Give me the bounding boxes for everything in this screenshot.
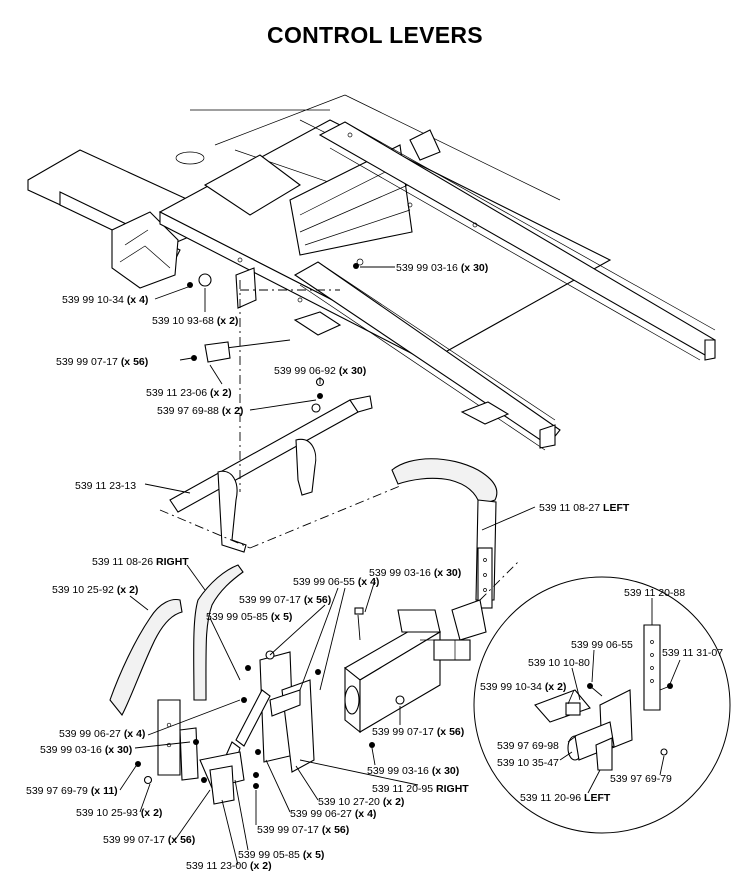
part-label: 539 99 05-85 (x 5) — [238, 849, 324, 861]
right-control-lever — [109, 564, 315, 805]
part-label: 539 99 06-27 (x 4) — [59, 728, 145, 740]
part-label: 539 97 69-98 — [497, 740, 559, 752]
part-label: 539 99 03-16 (x 30) — [396, 262, 488, 274]
part-label: 539 99 05-85 (x 5) — [206, 611, 292, 623]
console-assembly — [344, 607, 471, 734]
part-label: 539 99 10-34 (x 2) — [480, 681, 566, 693]
chassis-frame — [27, 94, 716, 451]
part-label: 539 99 07-17 (x 56) — [372, 726, 464, 738]
part-label: 539 99 06-55 — [571, 639, 633, 651]
part-label: 539 99 06-55 (x 4) — [293, 576, 379, 588]
part-label: 539 99 06-27 (x 4) — [290, 808, 376, 820]
part-label: 539 97 69-88 (x 2) — [157, 405, 243, 417]
part-label: 539 11 20-88 — [624, 587, 685, 599]
part-label: 539 11 20-96 LEFT — [520, 792, 611, 804]
reference-lines — [159, 280, 521, 601]
part-label: 539 11 23-06 (x 2) — [146, 387, 232, 399]
part-label: 539 97 69-79 — [610, 773, 672, 785]
part-label: 539 10 25-92 (x 2) — [52, 584, 138, 596]
part-label: 539 99 03-16 (x 30) — [367, 765, 459, 777]
part-label: 539 10 35-47 — [497, 757, 559, 769]
part-label: 539 99 07-17 (x 56) — [56, 356, 148, 368]
part-label: 539 99 03-16 (x 30) — [369, 567, 461, 579]
part-label: 539 11 08-26 RIGHT — [92, 556, 189, 568]
part-label: 539 99 10-34 (x 4) — [62, 294, 148, 306]
part-label: 539 10 27-20 (x 2) — [318, 796, 404, 808]
part-label: 539 99 03-16 (x 30) — [40, 744, 132, 756]
part-label: 539 97 69-79 (x 11) — [26, 785, 118, 797]
part-label: 539 10 25-93 (x 2) — [76, 807, 162, 819]
leader-lines — [119, 266, 681, 866]
part-label: 539 10 93-68 (x 2) — [152, 315, 238, 327]
part-label: 539 99 06-92 (x 30) — [274, 365, 366, 377]
shaft-assembly — [169, 339, 373, 553]
part-label: 539 11 23-00 (x 2) — [186, 860, 272, 872]
part-label: 539 99 07-17 (x 56) — [239, 594, 331, 606]
part-label: 539 99 07-17 (x 56) — [257, 824, 349, 836]
part-labels: 539 99 03-16 (x 30) 539 99 10-34 (x 4) 5… — [26, 262, 723, 872]
part-label: 539 11 31-07 — [662, 647, 723, 659]
part-label: 539 10 10-80 — [528, 657, 590, 669]
part-label: 539 11 23-13 — [75, 480, 136, 492]
part-label: 539 99 07-17 (x 56) — [103, 834, 195, 846]
detail-inset-left — [473, 576, 731, 834]
page-title: CONTROL LEVERS — [267, 22, 483, 48]
left-control-lever — [391, 458, 498, 641]
part-label: 539 11 08-27 LEFT — [539, 502, 630, 514]
part-label: 539 11 20-95 RIGHT — [372, 783, 469, 795]
